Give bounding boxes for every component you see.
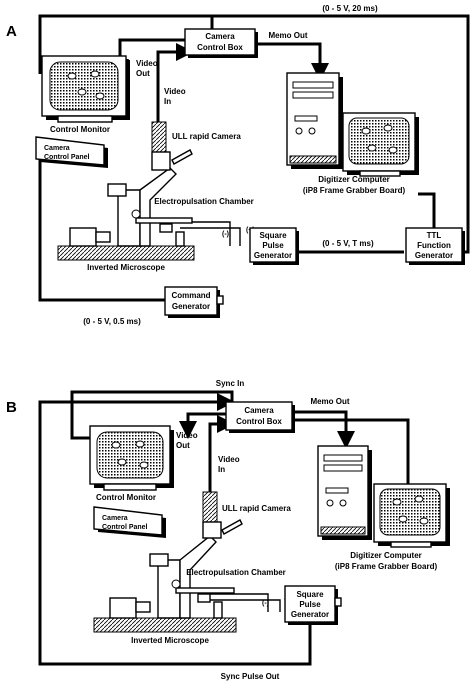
- panel-b-chamber-minus-wire: [210, 593, 269, 612]
- panel-a-top-loop-wire: [38, 14, 470, 254]
- panel-b-pulse-gen-line3: Generator: [291, 610, 329, 619]
- panel-b-video-in-line2: In: [218, 465, 225, 474]
- panel-b-monitor-loop-wire: [292, 418, 410, 486]
- panel-b-sync-in-label: Sync In: [216, 379, 245, 388]
- panel-b-camera-control-box-line2: Control Box: [236, 417, 282, 426]
- panel-a-command-generator: [164, 286, 218, 316]
- panel-a-chamber-label: Electropulsation Chamber: [154, 197, 254, 206]
- panel-a-ttl-function-generator: [405, 227, 463, 263]
- panel-a-command-wire: [38, 148, 165, 302]
- panel-b-video-in-line1: Video: [218, 455, 240, 464]
- panel-a-video-out-line1: Video: [136, 59, 158, 68]
- panel-b-chamber-plus-wire: [210, 599, 281, 612]
- panel-b-microscope-label: Inverted Microscope: [131, 636, 209, 645]
- panel-b-video-in-wire: [208, 415, 235, 492]
- panel-a-pulse-gen-line3: Generator: [254, 251, 292, 260]
- panel-a-letter: A: [6, 23, 17, 40]
- panel-a-ttl-gen-line3: Generator: [415, 251, 453, 260]
- panel-a-ttl-gen-line1: TTL: [427, 231, 442, 240]
- panel-b-ull-camera: [202, 491, 218, 523]
- panel-b: B Sync In Camera Control Box Memo Out Vi…: [6, 379, 450, 681]
- panel-a-camera-control-panel: [35, 136, 108, 168]
- panel-a-camera-control-panel-line1: Camera: [44, 145, 70, 152]
- panel-a-camera-control-box-line2: Control Box: [197, 43, 243, 52]
- panel-a-memo-out-label: Memo Out: [268, 31, 307, 40]
- panel-a-microscope-label: Inverted Microscope: [87, 263, 165, 272]
- panel-a-ttl-gen-line2: Function: [417, 241, 451, 250]
- panel-a-chamber-plus-wire: [180, 227, 241, 246]
- panel-a-digitizer-computer: [286, 72, 419, 177]
- panel-b-chamber-label: Electropulsation Chamber: [186, 568, 286, 577]
- panel-b-memo-out-wire: [292, 410, 355, 449]
- panel-b-video-out-line1: Video: [176, 431, 198, 440]
- panel-b-sync-pulse-out-label: Sync Pulse Out: [221, 672, 280, 681]
- panel-b-camera-control-box: [225, 401, 293, 431]
- panel-a-inverted-microscope: [57, 149, 195, 261]
- panel-b-camera-control-panel-line1: Camera: [102, 515, 128, 522]
- panel-a-chamber-minus-wire: [180, 221, 231, 246]
- panel-b-ull-camera-label: ULL rapid Camera: [222, 504, 291, 513]
- panel-a-digitizer-to-ttl-wire: [418, 192, 436, 228]
- panel-b-camera-control-panel: [93, 506, 166, 538]
- panel-a-control-monitor-label: Control Monitor: [50, 125, 110, 134]
- panel-b-sync-in-wire: [70, 390, 234, 420]
- panel-a-square-pulse-generator: [249, 227, 297, 263]
- panel-b-letter: B: [6, 399, 17, 416]
- panel-a-digitizer-line2: (iP8 Frame Grabber Board): [303, 186, 406, 195]
- panel-b-digitizer-computer: [317, 445, 450, 548]
- panel-b-memo-out-label: Memo Out: [310, 397, 349, 406]
- panel-a-control-monitor: [41, 55, 130, 123]
- panel-a-signal-top-label: (0 - 5 V, 20 ms): [322, 4, 378, 13]
- panel-b-minus-label: (-): [262, 600, 269, 607]
- panel-a-memo-out-wire: [255, 42, 329, 81]
- panel-a-command-gen-line1: Command: [171, 291, 210, 300]
- panel-a-signal-ttl-label: (0 - 5 V, T ms): [322, 239, 374, 248]
- panel-a-digitizer-line1: Digitizer Computer: [318, 175, 390, 184]
- panel-b-pulse-gen-line1: Square: [296, 590, 324, 599]
- panel-a-camera-control-box-line1: Camera: [205, 32, 235, 41]
- panel-a-camera-control-box: [184, 28, 256, 56]
- panel-b-camera-control-box-line1: Camera: [244, 406, 274, 415]
- panel-a: A Camera Control Box (0 - 5 V, 20 ms) Me…: [6, 4, 470, 326]
- panel-b-digitizer-line1: Digitizer Computer: [350, 551, 422, 560]
- panel-b-control-monitor-label: Control Monitor: [96, 493, 156, 502]
- panel-b-video-out-line2: Out: [176, 441, 190, 450]
- panel-a-pulse-gen-line1: Square: [259, 231, 287, 240]
- panel-a-video-out-line2: Out: [136, 69, 150, 78]
- panel-a-command-gen-line2: Generator: [172, 302, 210, 311]
- panel-a-ull-camera: [151, 121, 167, 153]
- panel-b-control-monitor: [89, 425, 174, 491]
- panel-a-video-in-wire: [156, 43, 194, 122]
- panel-a-video-in-line1: Video: [164, 87, 186, 96]
- panel-a-camera-control-panel-line2: Control Panel: [44, 154, 90, 161]
- panel-a-video-in-line2: In: [164, 97, 171, 106]
- panel-b-camera-control-panel-line2: Control Panel: [102, 524, 148, 531]
- panel-b-inverted-microscope: [93, 519, 243, 633]
- panel-b-monitor-left-wire: [70, 420, 90, 440]
- panel-a-ull-camera-label: ULL rapid Camera: [172, 132, 241, 141]
- panel-b-digitizer-line2: (iP8 Frame Grabber Board): [335, 562, 438, 571]
- panel-a-signal-bottom-label: (0 - 5 V, 0.5 ms): [83, 317, 141, 326]
- panel-b-video-out-wire: [179, 412, 226, 439]
- panel-a-minus-label: (-): [222, 231, 229, 238]
- panel-a-pulse-gen-line2: Pulse: [262, 241, 284, 250]
- panel-b-sync-pulse-out-wire: [38, 393, 312, 666]
- panel-b-pulse-gen-line2: Pulse: [299, 600, 321, 609]
